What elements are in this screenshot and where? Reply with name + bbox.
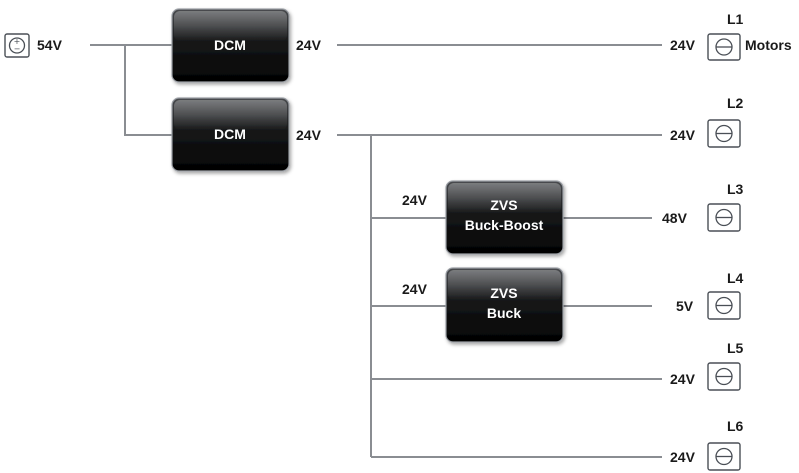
buck-input-voltage: 24V xyxy=(402,281,428,297)
buck-boost-label-line1: ZVS xyxy=(490,197,517,213)
load-l2: L2 24V xyxy=(670,95,744,148)
source-voltage-label: 54V xyxy=(37,37,63,53)
buck-label-line2: Buck xyxy=(487,305,521,321)
zvs-buck-boost-module: 24V ZVS Buck-Boost xyxy=(402,180,564,255)
power-source: + − 54V xyxy=(4,33,63,58)
load-l5-voltage: 24V xyxy=(670,371,696,387)
load-l4-name: L4 xyxy=(727,270,744,286)
wire-source-to-dcm2 xyxy=(124,45,172,136)
dc-source-icon: + − xyxy=(4,33,30,58)
buck-label-line1: ZVS xyxy=(490,285,517,301)
current-source-icon xyxy=(707,291,741,320)
load-l6-name: L6 xyxy=(727,418,744,434)
dcm-module-1-output-voltage: 24V xyxy=(296,37,322,53)
load-l6-voltage: 24V xyxy=(670,449,696,465)
load-l3: L3 48V xyxy=(662,181,744,232)
buck-boost-label-line2: Buck-Boost xyxy=(465,217,544,233)
current-source-icon xyxy=(707,33,741,61)
load-l4-voltage: 5V xyxy=(676,298,694,314)
current-source-icon xyxy=(707,203,741,232)
load-l1-name: L1 xyxy=(727,11,744,27)
dcm-module-1-label: DCM xyxy=(214,37,246,53)
current-source-icon xyxy=(707,362,741,391)
dcm-module-2-label: DCM xyxy=(214,126,246,142)
zvs-buck-module: 24V ZVS Buck xyxy=(402,267,564,343)
load-l1-voltage: 24V xyxy=(670,37,696,53)
load-l2-voltage: 24V xyxy=(670,127,696,143)
current-source-icon xyxy=(707,119,741,148)
load-l3-name: L3 xyxy=(727,181,744,197)
current-source-icon xyxy=(707,442,741,471)
dcm-module-2: DCM 24V xyxy=(171,97,322,172)
wires xyxy=(90,44,662,458)
load-l5-name: L5 xyxy=(727,340,744,356)
dcm-module-1: DCM 24V xyxy=(171,8,322,83)
load-l3-voltage: 48V xyxy=(662,210,688,226)
load-l1: L1 24V Motors xyxy=(670,11,792,61)
load-l1-extra-label: Motors xyxy=(745,37,792,53)
load-l2-name: L2 xyxy=(727,95,744,111)
svg-text:−: − xyxy=(14,45,21,54)
svg-text:+: + xyxy=(14,37,21,46)
load-l4: L4 5V xyxy=(676,270,744,320)
load-l5: L5 24V xyxy=(670,340,744,391)
dcm-module-2-output-voltage: 24V xyxy=(296,127,322,143)
load-l6: L6 24V xyxy=(670,418,744,471)
buck-boost-input-voltage: 24V xyxy=(402,192,428,208)
